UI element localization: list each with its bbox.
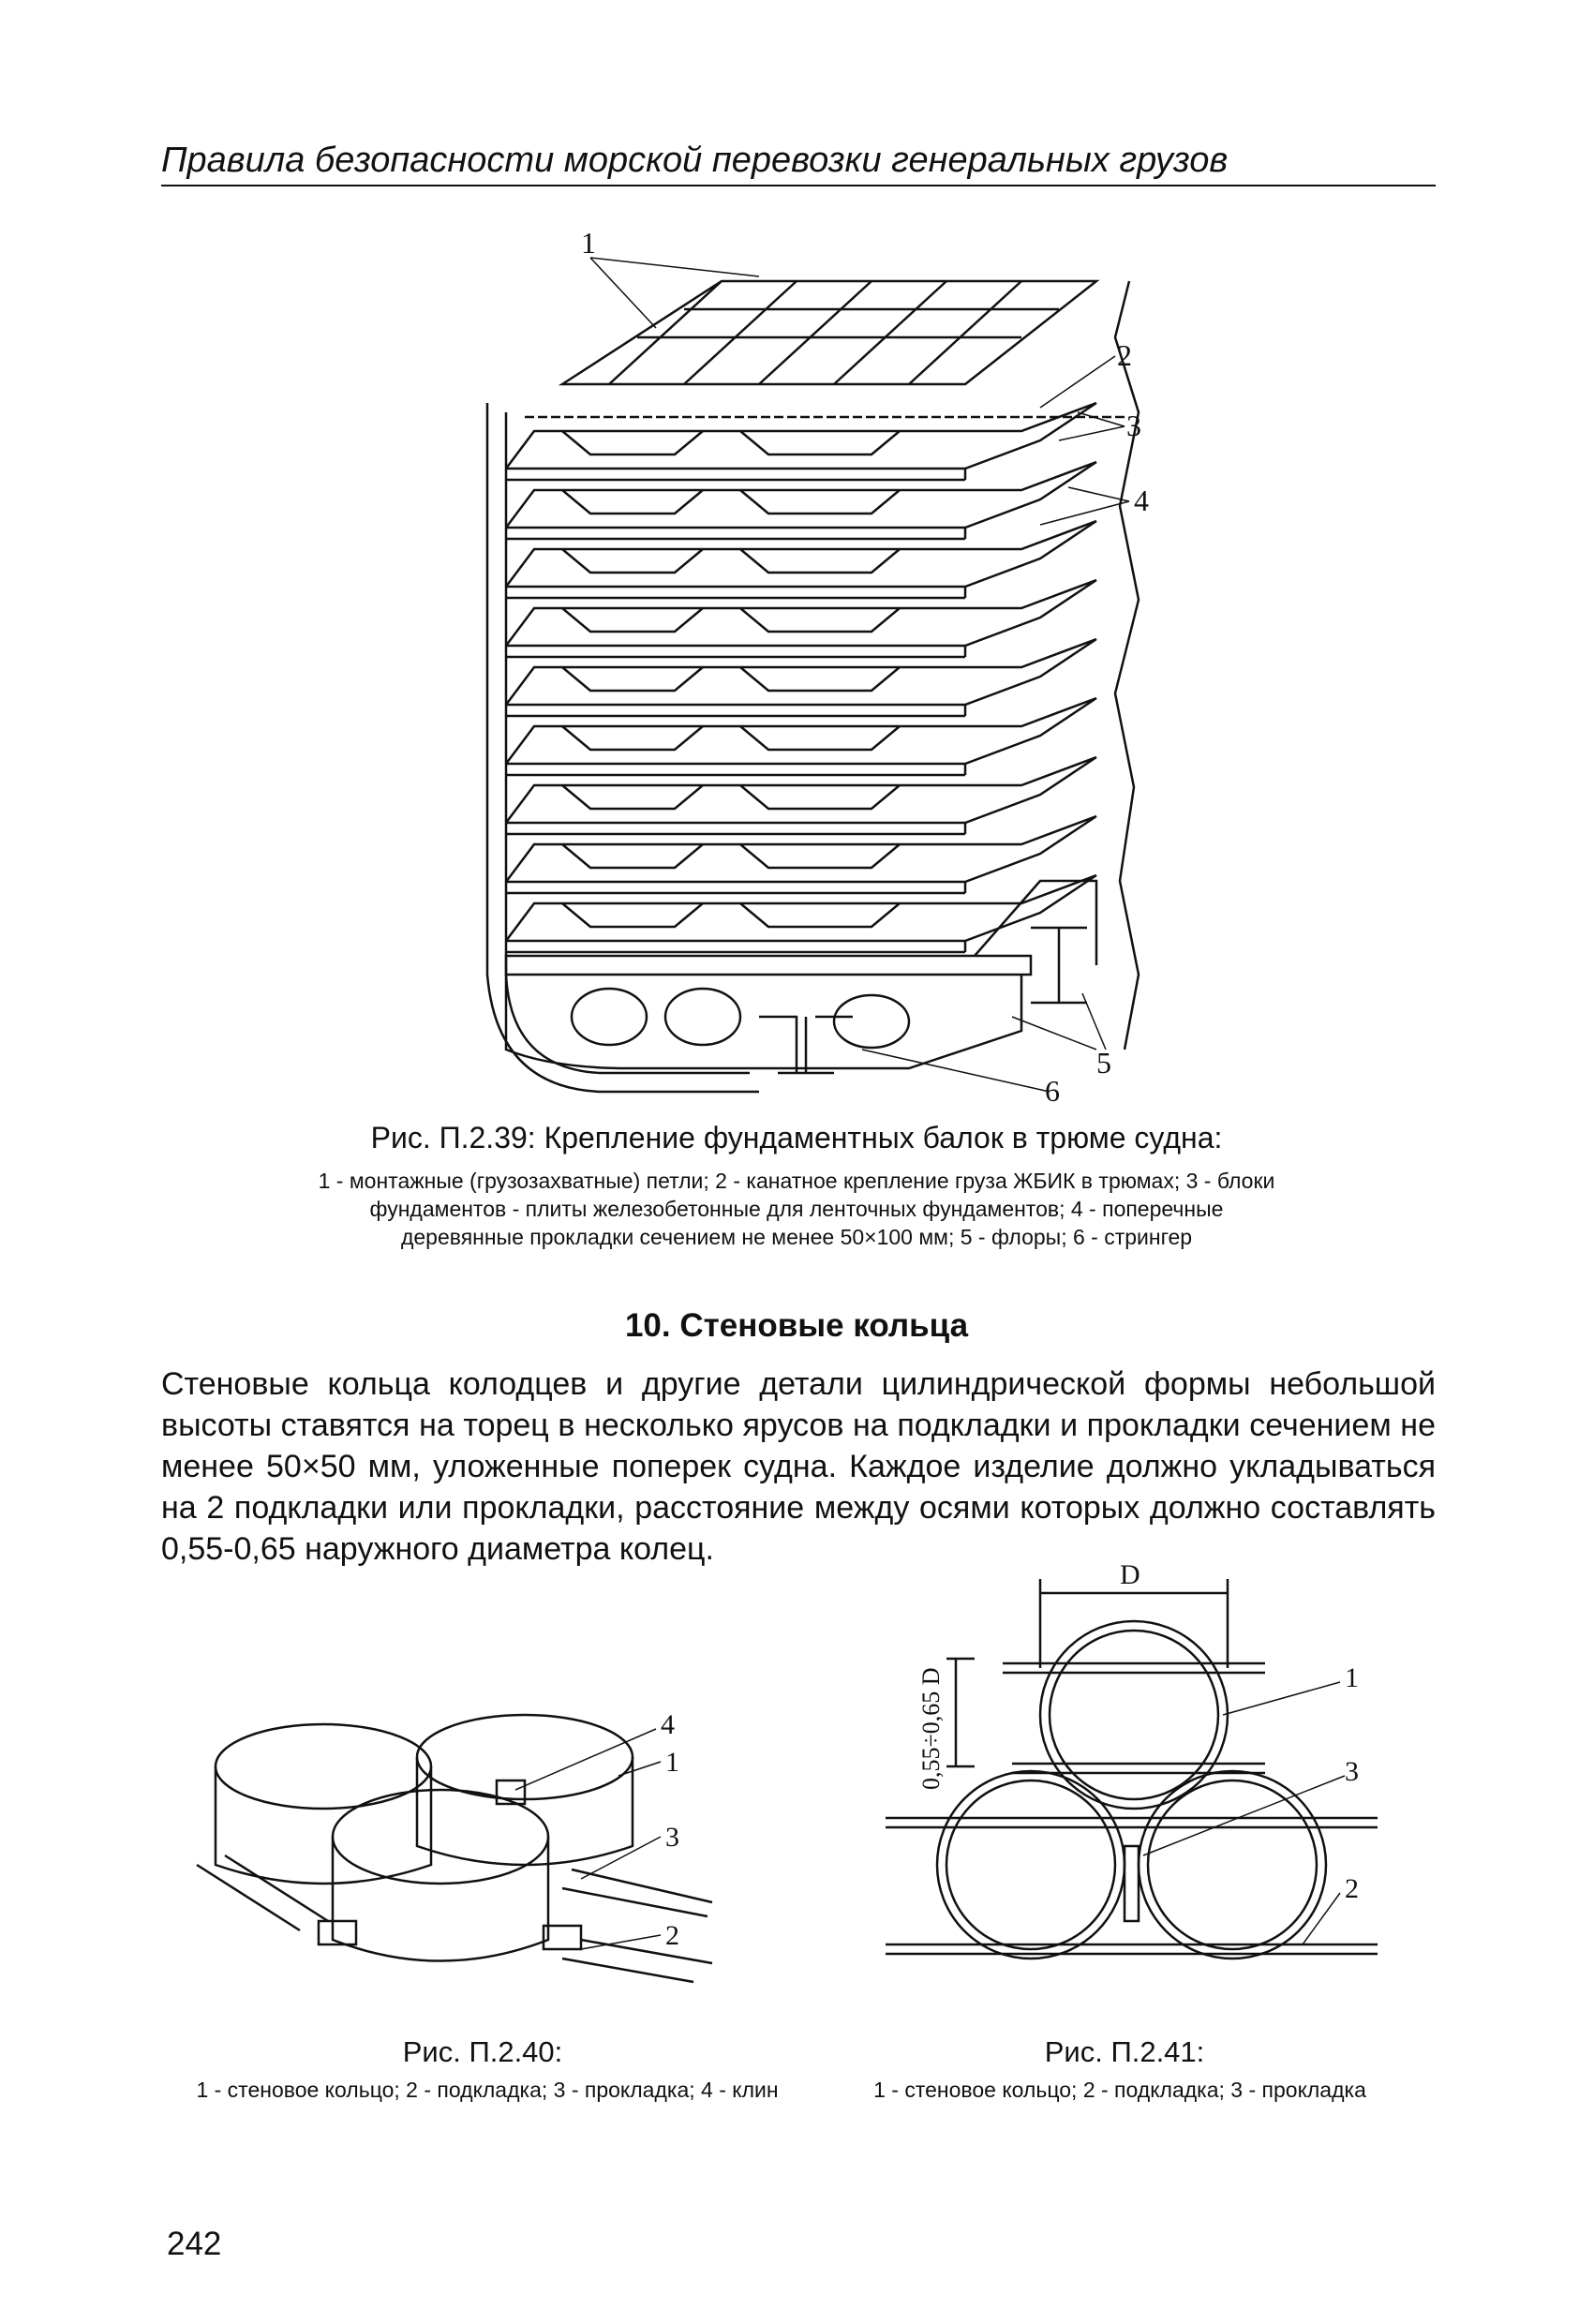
section-title: 10. Стеновые кольца bbox=[624, 1307, 969, 1344]
figure-2-41-caption-text: 1 - стеновое кольцо; 2 - подкладка; 3 - … bbox=[873, 2078, 1366, 2102]
figure-2-41-drawing: D 0,55÷0,65 D 1 3 2 bbox=[886, 1565, 1378, 1960]
figure-2-39-caption-text: 1 - монтажные (грузозахватные) петли; 2 … bbox=[318, 1169, 1275, 1249]
fig239-label-6: 6 bbox=[1045, 1074, 1060, 1106]
running-header: Правила безопасности морской перевозки г… bbox=[161, 141, 1436, 186]
fig240-label-3: 3 bbox=[665, 1822, 679, 1853]
fig239-tier bbox=[505, 755, 1097, 836]
fig239-tier bbox=[505, 696, 1097, 777]
figure-2-40-drawing: 4 1 3 2 bbox=[196, 1709, 713, 1984]
fig239-tier bbox=[505, 637, 1097, 718]
fig240-label-1: 1 bbox=[665, 1747, 679, 1778]
fig239-label-4: 4 bbox=[1134, 484, 1149, 517]
figure-2-41-caption-title: Рис. П.2.41: bbox=[1044, 2035, 1205, 2068]
fig241-dim-d: D bbox=[1120, 1565, 1140, 1590]
fig241-label-3: 3 bbox=[1345, 1756, 1359, 1787]
page-number: 242 bbox=[167, 2226, 222, 2262]
fig239-label-3: 3 bbox=[1126, 409, 1141, 442]
fig239-tier bbox=[505, 814, 1097, 895]
fig239-tier bbox=[505, 401, 1097, 482]
fig241-label-2: 2 bbox=[1345, 1873, 1359, 1904]
fig239-label-5: 5 bbox=[1096, 1046, 1111, 1080]
figure-2-39-drawing: 1 2 3 4 5 6 bbox=[485, 226, 1149, 1106]
fig240-label-2: 2 bbox=[665, 1920, 679, 1951]
figure-2-40-caption-title: Рис. П.2.40: bbox=[402, 2035, 563, 2068]
fig239-tier bbox=[505, 519, 1097, 600]
fig239-tier bbox=[505, 578, 1097, 659]
fig240-label-4: 4 bbox=[661, 1709, 675, 1740]
fig239-label-1: 1 bbox=[581, 226, 596, 260]
fig239-tier bbox=[505, 873, 1097, 954]
fig239-label-2: 2 bbox=[1117, 338, 1132, 372]
figure-2-39-caption-title: Рис. П.2.39: Крепление фундаментных бало… bbox=[370, 1121, 1223, 1155]
section-paragraph: Стеновые кольца колодцев и другие детали… bbox=[161, 1366, 1436, 1567]
fig241-label-1: 1 bbox=[1345, 1662, 1359, 1693]
fig239-tier bbox=[505, 460, 1097, 541]
fig241-dim-spacing: 0,55÷0,65 D bbox=[917, 1667, 945, 1790]
figure-2-40-caption-text: 1 - стеновое кольцо; 2 - подкладка; 3 - … bbox=[196, 2078, 779, 2102]
